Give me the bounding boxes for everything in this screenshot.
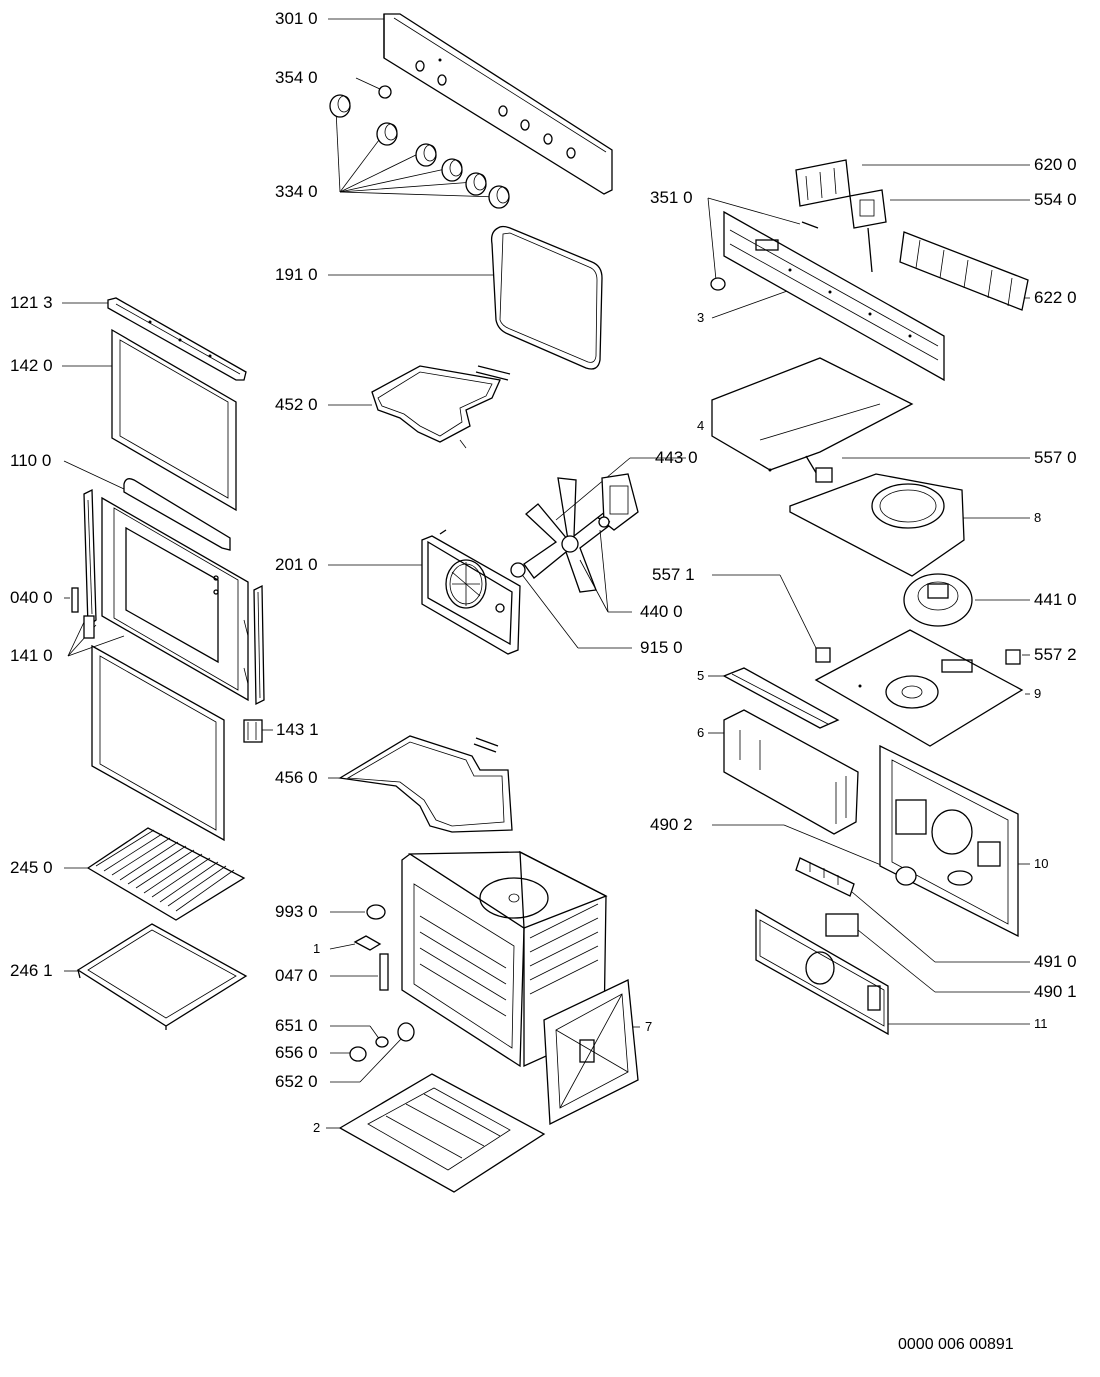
callout-8: 8 (1034, 510, 1042, 525)
callout-490-2: 490 2 (650, 815, 693, 834)
callout-2: 2 (313, 1120, 321, 1135)
callout-121-3: 121 3 (10, 293, 53, 312)
callout-622-0: 622 0 (1034, 288, 1077, 307)
callout-6: 6 (697, 725, 705, 740)
callout-047-0: 047 0 (275, 966, 318, 985)
hinge-part-143 (243, 719, 263, 743)
callout-651-0: 651 0 (275, 1016, 318, 1035)
callout-110-0: 110 0 (10, 451, 52, 470)
callout-993-0: 993 0 (275, 902, 318, 921)
fan-motor-part-443 (597, 473, 639, 531)
callout-1: 1 (313, 941, 321, 956)
fan-blade-part-440 (510, 477, 615, 593)
callout-620-0: 620 0 (1034, 155, 1077, 174)
fan-cover-part-201 (421, 529, 521, 655)
door-frame-part-141 (71, 488, 265, 706)
thermostat-part-554 (849, 189, 887, 273)
top-cover-plate-part-4 (711, 357, 914, 472)
callout-142-0: 142 0 (10, 356, 53, 375)
rear-panel-part-11 (755, 908, 889, 1036)
callout-456-0: 456 0 (275, 768, 318, 787)
document-number: 0000 006 00891 (898, 1336, 1014, 1353)
callout-351-0: 351 0 (650, 188, 693, 207)
side-panel-part-6 (723, 709, 859, 835)
callout-9: 9 (1034, 686, 1042, 701)
callout-4: 4 (697, 418, 705, 433)
baking-tray-part-246 (76, 923, 248, 1030)
callout-557-2: 557 2 (1034, 645, 1077, 664)
callout-490-1: 490 1 (1034, 982, 1077, 1001)
lamp-parts (349, 904, 415, 1062)
callout-557-0: 557 0 (1034, 448, 1077, 467)
fan-housing-part-8 (789, 455, 965, 577)
terminal-blocks (795, 857, 917, 937)
callout-245-0: 245 0 (10, 858, 53, 877)
callout-656-0: 656 0 (275, 1043, 318, 1062)
door-handle-part-110 (123, 478, 231, 551)
callout-3: 3 (697, 310, 705, 325)
outer-door-glass-part-142 (111, 328, 237, 512)
door-gasket-part-191 (490, 225, 603, 370)
callout-040-0: 040 0 (10, 588, 53, 607)
top-plate-part-9 (814, 629, 1024, 747)
leader-lines (62, 18, 1030, 1129)
oven-cavity (401, 850, 608, 1068)
cooling-fan-part-441 (903, 573, 973, 627)
callout-440-0: 440 0 (640, 602, 683, 621)
control-panel-part-301 (383, 13, 613, 195)
callout-7: 7 (645, 1019, 653, 1034)
callout-301-0: 301 0 (275, 9, 318, 28)
callout-354-0: 354 0 (275, 68, 318, 87)
switch-part-620 (795, 159, 851, 207)
callout-441-0: 441 0 (1034, 590, 1077, 609)
callout-491-0: 491 0 (1034, 952, 1077, 971)
selector-switches-part-622 (899, 231, 1029, 311)
bottom-panel-part-2 (338, 1073, 546, 1193)
callout-554-0: 554 0 (1034, 190, 1077, 209)
lower-heating-element-part-456 (338, 735, 513, 833)
callout-557-1: 557 1 (652, 565, 695, 584)
callout-201-0: 201 0 (275, 555, 318, 574)
callout-443-0: 443 0 (655, 448, 698, 467)
outer-casing-part-10 (879, 744, 1019, 938)
rail-part-5 (722, 667, 840, 729)
callout-452-0: 452 0 (275, 395, 318, 414)
callout-334-0: 334 0 (275, 182, 318, 201)
door-trim-part-121 (107, 297, 247, 381)
callout-652-0: 652 0 (275, 1072, 318, 1091)
inner-door-glass (91, 644, 225, 842)
callout-191-0: 191 0 (275, 265, 318, 284)
back-panel-part-7 (543, 979, 639, 1126)
callout-10: 10 (1034, 856, 1049, 871)
callout-141-0: 141 0 (10, 646, 53, 665)
wire-shelf-part-245 (86, 827, 246, 921)
callout-5: 5 (697, 668, 705, 683)
top-heating-element-part-452 (371, 365, 511, 449)
callout-143-1: 143 1 (276, 720, 319, 739)
callout-246-1: 246 1 (10, 961, 53, 980)
callout-11: 11 (1034, 1016, 1048, 1031)
knobs-part-334 (329, 85, 510, 209)
callout-915-0: 915 0 (640, 638, 683, 657)
control-bracket-part-3 (710, 210, 945, 382)
